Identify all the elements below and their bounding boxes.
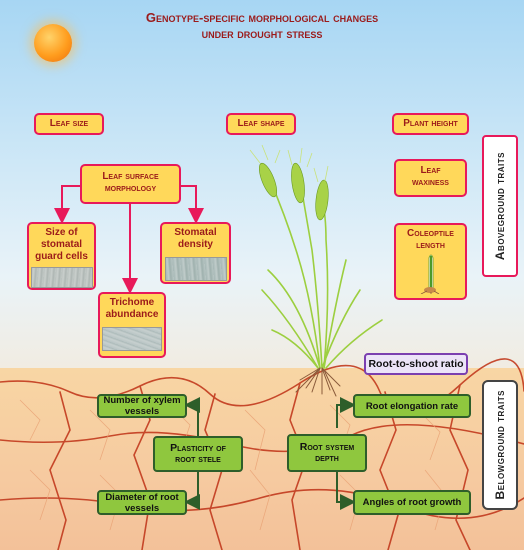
root-stele-line2: root stele — [175, 453, 221, 465]
diagram-title: Genotype-specific morphological changes … — [0, 10, 524, 42]
angles-of-root-growth-box: Angles of root growth — [353, 490, 471, 515]
plasticity-of-root-stele-box: Plasticity of root stele — [153, 436, 243, 472]
stomatal-size-label: Size of stomatal guard cells — [35, 227, 88, 262]
plant-height-box: Plant height — [392, 113, 469, 135]
leaf-waxiness-line2: waxiness — [412, 177, 449, 188]
leaf-shape-box: Leaf shape — [226, 113, 296, 135]
coleoptile-line1: Coleoptile — [407, 228, 454, 239]
stomatal-density-micrograph — [164, 257, 227, 281]
root-depth-line1: Root system — [299, 441, 355, 453]
stomatal-size-box: Size of stomatal guard cells — [27, 222, 96, 290]
root-to-shoot-ratio-box: Root-to-shoot ratio — [364, 353, 468, 375]
title-line-1: Genotype-specific morphological changes — [145, 10, 379, 25]
stomatal-density-box: Stomatal density — [160, 222, 231, 284]
coleoptile-line2: length — [416, 240, 445, 251]
title-line-2: under drought stress — [201, 26, 323, 41]
leaf-size-box: Leaf size — [34, 113, 104, 135]
belowground-traits-label: Belowground traits — [482, 380, 518, 510]
diameter-of-root-vessels-box: Diameter of root vessels — [97, 490, 187, 515]
number-of-xylem-vessels-box: Number of xylem vessels — [97, 394, 187, 418]
stomatal-density-label: Stomatal density — [174, 227, 217, 250]
leaf-surface-morphology-box: Leaf surface morphology — [80, 164, 181, 204]
root-stele-line1: Plasticity of — [170, 442, 226, 454]
root-elongation-rate-box: Root elongation rate — [353, 394, 471, 418]
leaf-waxiness-box: Leaf waxiness — [394, 159, 467, 197]
leaf-surface-label-line1: Leaf surface — [102, 171, 159, 182]
trichome-micrograph — [102, 327, 162, 351]
coleoptile-length-box: Coleoptile length — [394, 223, 467, 300]
trichome-abundance-box: Trichome abundance — [98, 292, 166, 358]
stomatal-guard-cells-micrograph — [30, 267, 93, 288]
root-depth-line2: depth — [315, 452, 339, 464]
leaf-surface-label-line2: morphology — [104, 183, 157, 194]
leaf-waxiness-line1: Leaf — [420, 165, 441, 176]
root-system-depth-box: Root system depth — [287, 434, 367, 472]
trichome-abundance-label: Trichome abundance — [105, 297, 159, 320]
coleoptile-seedling-icon — [420, 254, 439, 294]
sun-icon — [34, 24, 72, 62]
aboveground-traits-label: Aboveground traits — [482, 135, 518, 277]
